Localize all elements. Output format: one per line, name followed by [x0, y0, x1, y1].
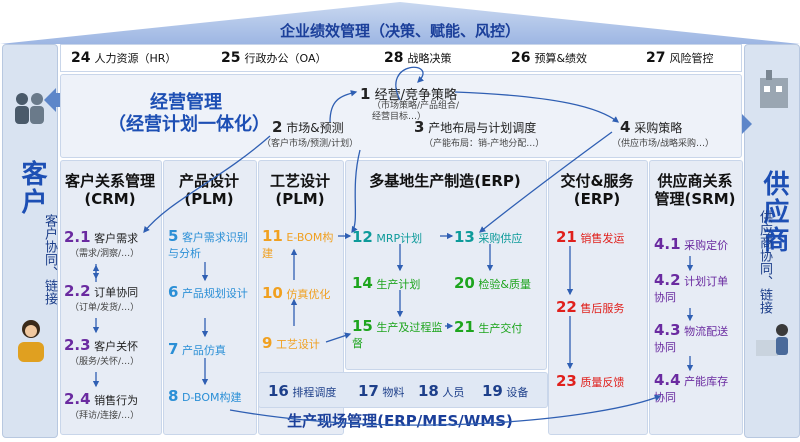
customer-panel [2, 44, 58, 438]
erp-item: 14 生产计划 [352, 274, 421, 292]
management-title: 经营管理 [150, 92, 222, 113]
crm-item-sub: （订单/发货/…） [70, 303, 140, 313]
delivery-item: 22 售后服务 [556, 298, 625, 316]
plm-product-item: 6 产品规划设计 [168, 283, 248, 301]
roof-banner [0, 2, 800, 44]
plm-process-title: 工艺设计(PLM) [269, 172, 330, 208]
erp-column [345, 160, 547, 370]
srm-item: 4.3 物流配送协同 [654, 321, 729, 354]
supplier-title: 供应商 [759, 170, 789, 254]
supplier-worker-icon [756, 324, 788, 356]
shopfloor-panel [258, 372, 548, 408]
shopfloor-item: 18 人员 [418, 382, 465, 400]
srm-column [649, 160, 743, 435]
shopfloor-item: 17 物料 [358, 382, 405, 400]
mgmt-item-4: 4 采购策略 [620, 118, 683, 136]
mgmt-item-1-sub: （市场策略/产品组合/经营目标…） [372, 101, 460, 122]
shopfloor-title: 生产现场管理(ERP/MES/WMS) [287, 412, 513, 430]
delivery-item: 23 质量反馈 [556, 372, 625, 390]
mgmt-item-3-sub: （产能布局：销-产地分配…） [424, 139, 545, 149]
srm-item: 4.1 采购定价 [654, 235, 729, 253]
erp-title: 多基地生产制造(ERP) [369, 172, 521, 190]
plm-process-item: 9 工艺设计 [262, 334, 320, 352]
customer-group-icon [15, 93, 44, 124]
mgmt-item-1: 1 经营/竞争策略 [360, 85, 457, 103]
erp-item: 15 生产及过程监督 [352, 317, 443, 350]
customer-title: 客户 [17, 160, 47, 216]
crm-item-sub: （拜访/连接/…） [70, 411, 140, 421]
crm-item: 2.3 客户关怀 [64, 336, 139, 354]
page-title: 企业绩效管理（决策、赋能、风控） [279, 22, 520, 40]
customer-collab-label: 客户协同、链接 [42, 214, 57, 305]
mgmt-item-4-sub: （供应市场/战略采购…） [612, 139, 715, 149]
supplier-factory-icon [760, 70, 788, 108]
delivery-column [548, 160, 648, 435]
plm-product-column [163, 160, 257, 435]
plm-process-item: 11 E-BOM构建 [262, 227, 334, 260]
crm-item: 2.4 销售行为 [64, 390, 139, 408]
shopfloor-item: 16 排程调度 [268, 382, 337, 400]
erp-item: 20 检验&质量 [454, 274, 531, 292]
erp-item: 21 生产交付 [454, 318, 523, 336]
crm-title: 客户关系管理(CRM) [64, 172, 155, 208]
plm-product-item: 8 D-BOM构建 [168, 387, 242, 405]
supplier-collab-label: 供应商协同、链接 [757, 210, 772, 314]
crm-item-sub: （服务/关怀/…） [70, 357, 140, 367]
shopfloor-item: 19 设备 [482, 382, 529, 400]
crm-item: 2.1 客户需求 [64, 228, 139, 246]
customer-avatar-icon [18, 320, 44, 362]
mgmt-item-2: 2 市场&预测 [272, 118, 344, 136]
srm-title: 供应商关系管理(SRM) [654, 172, 736, 208]
mgmt-item-2-sub: （客户市场/预测/计划） [262, 139, 359, 149]
crm-item: 2.2 订单协同 [64, 282, 139, 300]
delivery-item: 21 销售发运 [556, 228, 625, 246]
mgmt-item-3: 3 产地布局与计划调度 [414, 118, 537, 136]
management-subtitle: （经营计划一体化） [108, 114, 270, 135]
crm-item-sub: （需求/洞察/…） [70, 249, 140, 259]
crm-column [60, 160, 162, 435]
plm-product-item: 5 客户需求识别与分析 [168, 227, 248, 260]
delivery-title: 交付&服务(ERP) [560, 172, 634, 208]
erp-item: 13 采购供应 [454, 228, 523, 246]
plm-process-item: 10 仿真优化 [262, 284, 331, 302]
srm-item: 4.2 计划订单协同 [654, 271, 729, 304]
plm-product-item: 7 产品仿真 [168, 340, 226, 358]
management-panel [60, 74, 742, 158]
